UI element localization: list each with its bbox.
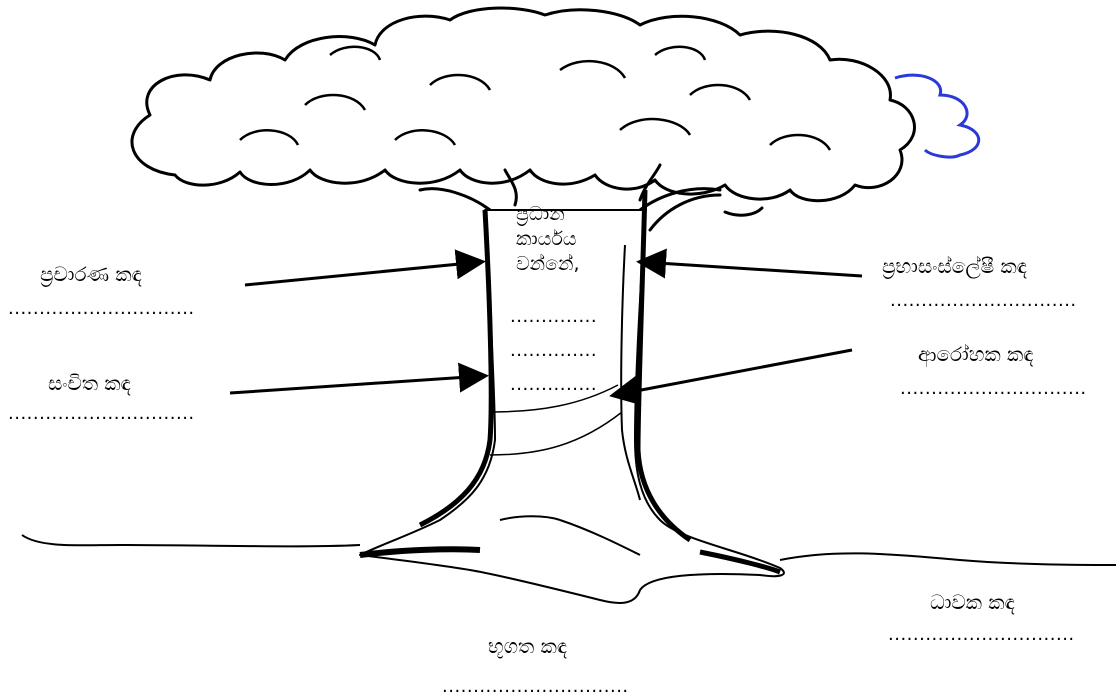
- answer-blank-left-top: ..............................: [8, 300, 195, 318]
- label-right-top: ප්‍රභාසංස්ලේෂී කඳ: [882, 254, 1027, 278]
- label-right-bottom: ධාවක කඳ: [930, 590, 1015, 614]
- arrow-left-mid: [230, 376, 483, 393]
- answer-blank-trunk-3: ..............: [510, 376, 597, 394]
- label-bottom: භූගත කඳ: [488, 634, 567, 658]
- answer-blank-left-mid: ..............................: [8, 405, 195, 423]
- answer-blank-trunk-2: ..............: [510, 342, 597, 360]
- trunk-question-line3: වන්නේ,: [516, 252, 580, 277]
- answer-blank-right-bottom: ..............................: [888, 626, 1075, 644]
- label-left-top: ප්‍රචාරණ කඳ: [40, 262, 142, 286]
- arrow-left-top: [245, 262, 480, 285]
- trunk-question-line2: කාර්යය: [516, 227, 580, 252]
- answer-blank-right-mid: ..............................: [900, 380, 1087, 398]
- arrow-right-top: [642, 262, 862, 276]
- trunk-question: ප්‍රධාන කාර්යය වන්නේ,: [516, 202, 580, 277]
- answer-blank-right-top: ..............................: [890, 292, 1077, 310]
- trunk-question-line1: ප්‍රධාන: [516, 202, 580, 227]
- label-right-mid: ආරෝහක කඳ: [918, 342, 1034, 366]
- answer-blank-bottom: ..............................: [442, 678, 629, 696]
- tree-canopy: [132, 8, 915, 201]
- answer-blank-trunk-1: ..............: [510, 308, 597, 326]
- arrow-right-mid: [615, 350, 852, 395]
- label-left-mid: සංචිත කඳ: [48, 371, 131, 395]
